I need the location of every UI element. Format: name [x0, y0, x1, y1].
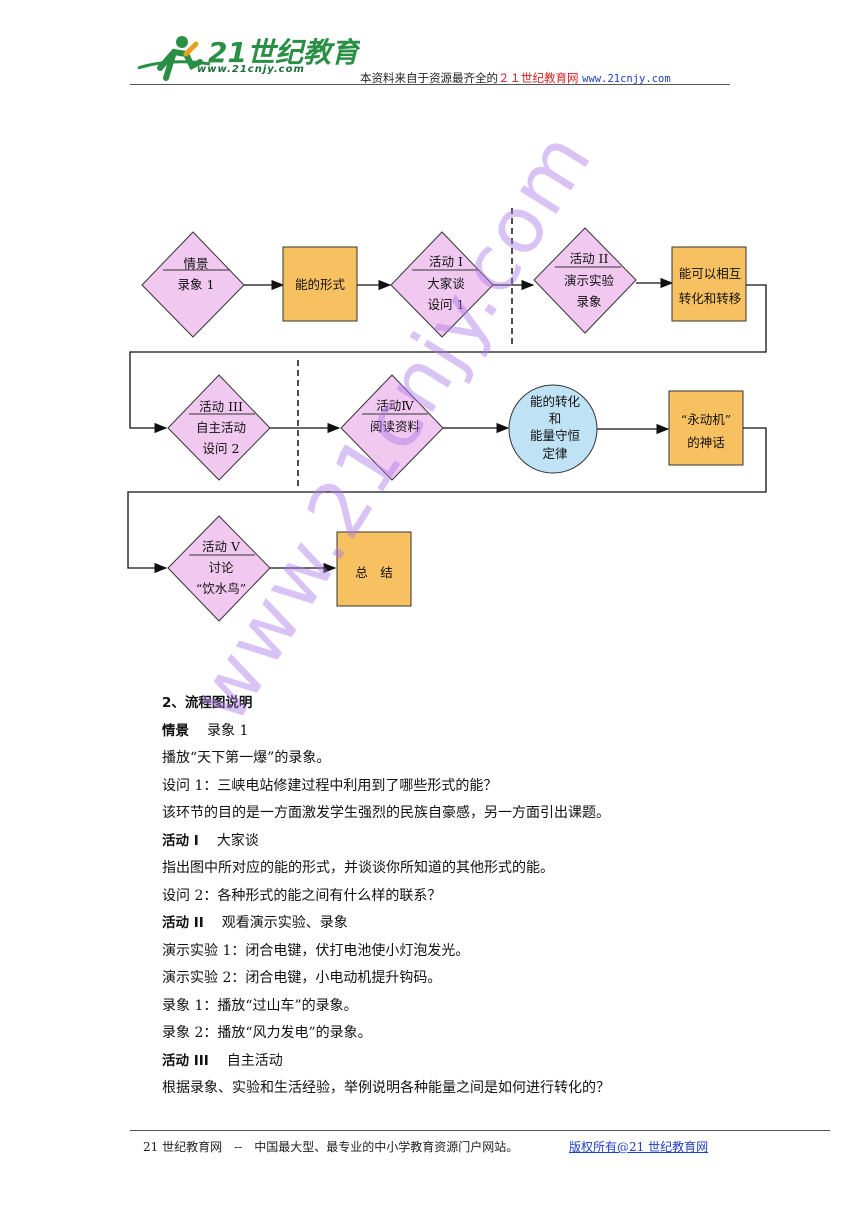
node-energy-forms: 能的形式 [282, 246, 358, 322]
s2-title: 大家谈 [216, 832, 259, 849]
node-activity-2: 活动 II 演示实验 录象 [533, 227, 637, 334]
node-activity-3-bottom: 设问 2 [203, 441, 240, 456]
node-activity-5-bottom: “饮水鸟” [196, 581, 246, 596]
node-conservation-l4: 定律 [542, 446, 567, 461]
s1-p2: 设问 1：三峡电站修建过程中利用到了哪些形式的能？ [162, 777, 498, 794]
header-source-highlight[interactable]: ２１世纪教育网 [498, 71, 579, 85]
s4-p1: 根据录象、实验和生活经验，举例说明各种能量之间是如何进行转化的？ [162, 1080, 610, 1096]
node-activity-2-mid: 演示实验 [564, 273, 615, 288]
node-conservation-l2: 和 [549, 411, 562, 426]
node-activity-1-title: 活动 I [429, 254, 463, 269]
flowchart: 情景 录象 1 能的形式 活动 I 大家谈 设问 1 活动 II 演示实验 录象… [127, 208, 767, 622]
node-activity-4-mid: 阅读资料 [370, 419, 421, 434]
node-energy-forms-label: 能的形式 [295, 277, 346, 292]
node-activity-5-mid: 讨论 [208, 560, 234, 575]
footer-divider [130, 1130, 830, 1131]
s2-p1: 指出图中所对应的能的形式，并谈谈你所知道的其他形式的能。 [162, 860, 554, 876]
node-activity-2-title: 活动 II [570, 251, 609, 266]
node-mutual-conversion: 能可以相互 转化和转移 [671, 246, 747, 322]
node-activity-2-bottom: 录象 [576, 294, 601, 309]
node-summary-label: 总 结 [355, 565, 393, 580]
header-source-prefix: 本资料来自于资源最齐全的 [360, 71, 498, 85]
node-activity-3: 活动 III 自主活动 设问 2 [167, 374, 271, 481]
node-activity-1: 活动 I 大家谈 设问 1 [390, 231, 494, 338]
site-logo: 21世纪教育 [130, 28, 364, 88]
s3-p4: 录象 2：播放“风力发电”的录象。 [162, 1025, 372, 1041]
s3-title: 观看演示实验、录象 [221, 915, 348, 931]
s1-title: 录象 1 [207, 722, 249, 739]
flowchart-explanation: 2、流程图说明 情景 录象 1 播放“天下第一爆”的录象。 设问 1：三峡电站修建… [162, 690, 782, 1103]
s3-p1: 演示实验 1：闭合电键，伏打电池使小灯泡发光。 [162, 942, 470, 959]
footer-copyright-link[interactable]: 版权所有@21 世纪教育网 [569, 1140, 709, 1154]
node-conservation-l3: 能量守恒 [530, 428, 580, 443]
node-activity-3-title: 活动 III [199, 399, 243, 414]
s1-p3: 该环节的目的是一方面激发学生强烈的民族自豪感，另一方面引出课题。 [162, 805, 610, 821]
s3-p3: 录象 1：播放“过山车”的录象。 [162, 997, 358, 1014]
node-activity-4: 活动Ⅳ 阅读资料 [340, 374, 444, 481]
header-divider [130, 84, 730, 85]
s4-label: 活动 III [162, 1052, 209, 1069]
node-activity-1-bottom: 设问 1 [428, 297, 465, 312]
s4-title: 自主活动 [226, 1052, 283, 1069]
s2-p2: 设问 2：各种形式的能之间有什么样的联系？ [162, 887, 442, 904]
logo-url: www.21cnjy.com [197, 64, 305, 75]
s2-label: 活动 I [162, 832, 199, 849]
node-perpetual-motion-l1: “永动机” [681, 412, 731, 427]
node-activity-5-title: 活动 V [202, 539, 241, 554]
node-summary: 总 结 [336, 531, 412, 607]
node-perpetual-motion-l2: 的神话 [687, 435, 725, 450]
node-perpetual-motion: “永动机” 的神话 [668, 390, 744, 466]
section-heading: 2、流程图说明 [162, 695, 253, 711]
logo-text: 21世纪教育 [208, 36, 360, 69]
s3-label: 活动 II [162, 915, 204, 931]
header-source-url[interactable]: www.21cnjy.com [582, 73, 671, 85]
node-scene-title: 情景 [183, 256, 208, 271]
node-activity-4-title: 活动Ⅳ [376, 398, 414, 413]
node-mutual-conversion-l1: 能可以相互 [679, 266, 742, 281]
s1-p1: 播放“天下第一爆”的录象。 [162, 750, 331, 766]
header-source: 本资料来自于资源最齐全的２１世纪教育网 www.21cnjy.com [360, 70, 671, 86]
logo-graphic: 21世纪教育 [137, 36, 364, 81]
node-mutual-conversion-l2: 转化和转移 [679, 291, 742, 306]
footer-description: 21 世纪教育网 -- 中国最大型、最专业的中小学教育资源门户网站。 [143, 1140, 519, 1154]
node-conservation-law: 能的转化 和 能量守恒 定律 [508, 384, 598, 474]
node-activity-1-mid: 大家谈 [427, 276, 465, 291]
node-scene-body: 录象 1 [178, 277, 215, 292]
node-scene: 情景 录象 1 [141, 231, 245, 338]
node-conservation-l1: 能的转化 [530, 394, 581, 409]
s3-p2: 演示实验 2：闭合电键，小电动机提升钩码。 [162, 970, 442, 986]
node-activity-5: 活动 V 讨论 “饮水鸟” [167, 515, 271, 622]
node-activity-3-mid: 自主活动 [196, 420, 246, 435]
s1-label: 情景 [162, 722, 189, 739]
